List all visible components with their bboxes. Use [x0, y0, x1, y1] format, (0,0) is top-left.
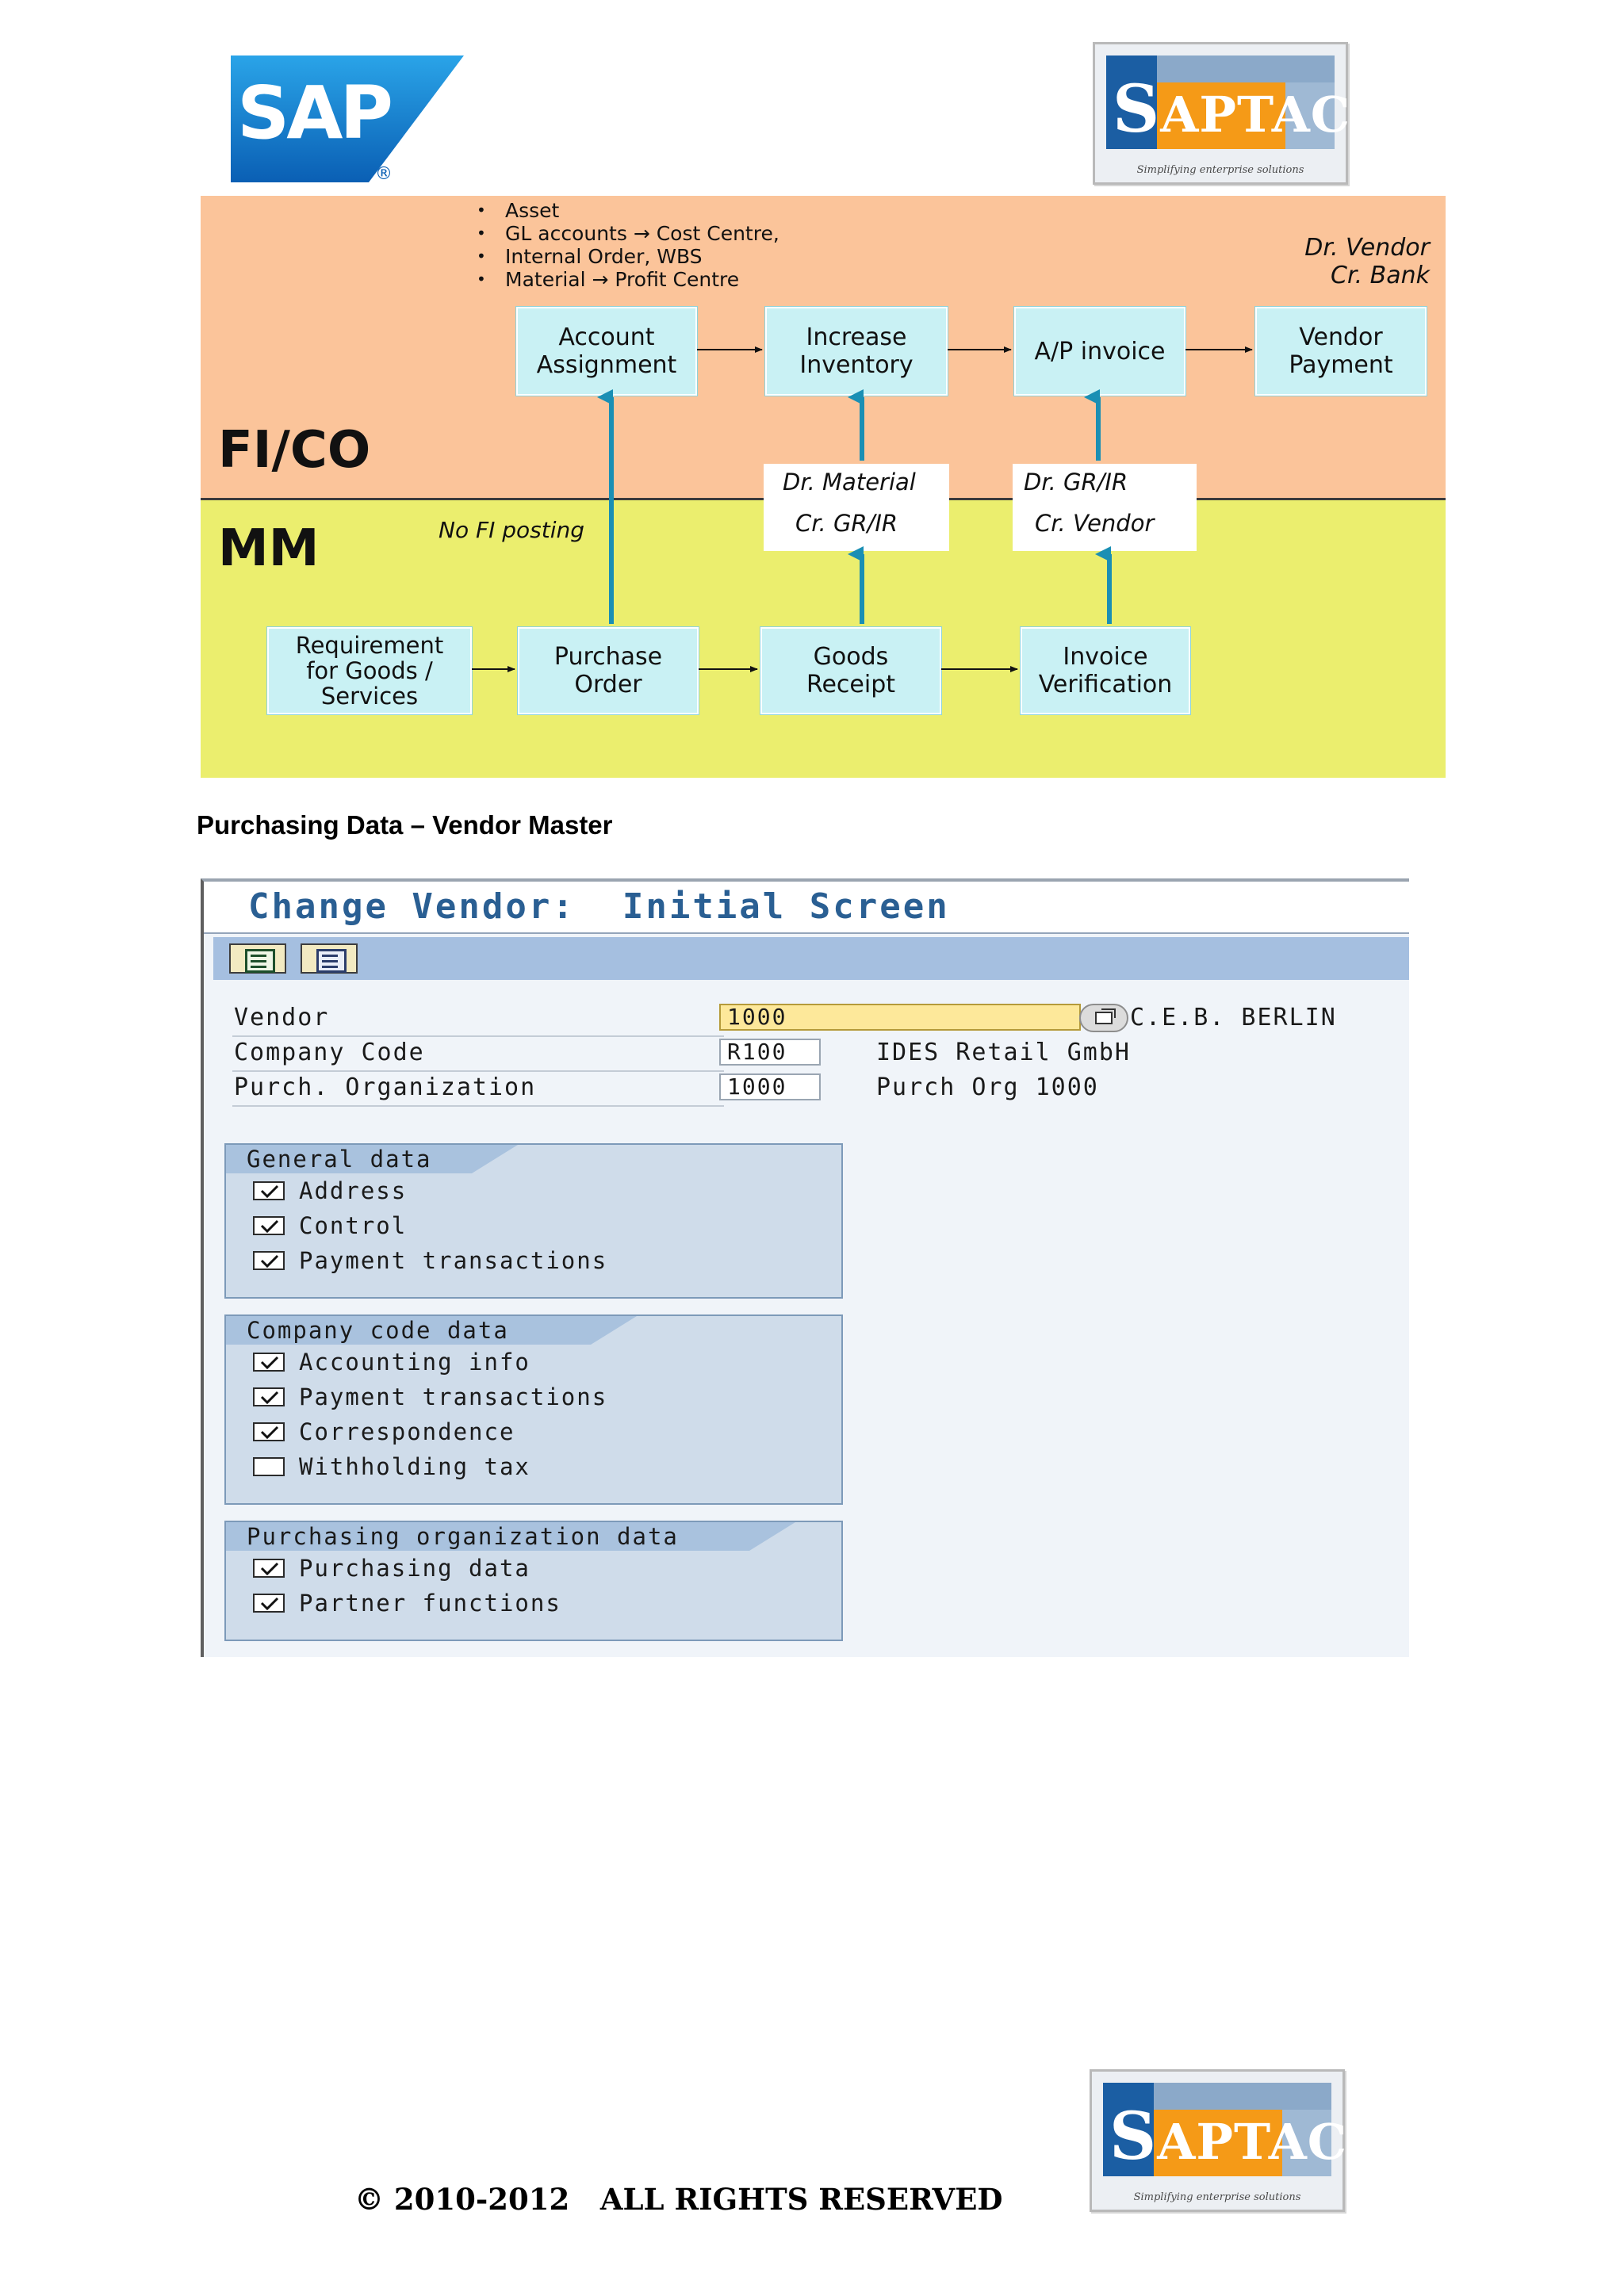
group-title: Company code data [247, 1317, 509, 1344]
bullet-item: GL accounts → Cost Centre, [477, 222, 779, 245]
checkbox-checked[interactable] [253, 1559, 285, 1578]
company-code-description: IDES Retail GmbH [876, 1039, 1131, 1066]
checkbox-checked[interactable] [253, 1251, 285, 1270]
checkbox-label: Payment transactions [299, 1383, 608, 1410]
account-assignment-bullets: Asset GL accounts → Cost Centre, Interna… [477, 199, 779, 291]
field-underline [232, 1070, 724, 1072]
purch-org-label: Purch. Organization [234, 1073, 537, 1101]
entry-invoice-verification: Dr. GR/IR Cr. Vendor [1013, 464, 1197, 551]
checkbox-checked[interactable] [253, 1594, 285, 1613]
no-fi-posting-note: No FI posting [439, 517, 585, 543]
field-underline [232, 1035, 724, 1037]
vendor-description: C.E.B. BERLIN [1130, 1004, 1337, 1031]
checkbox-label: Purchasing data [299, 1555, 530, 1582]
footer-copyright: © 2010-2012 ALL RIGHTS RESERVED [354, 2182, 1003, 2217]
checkbox-label: Accounting info [299, 1349, 530, 1376]
node-account-assignment: Account Assignment [516, 307, 697, 396]
checkbox-label: Payment transactions [299, 1247, 608, 1274]
bullet-item: Material → Profit Centre [477, 268, 779, 291]
vendor-input[interactable]: 1000 [719, 1004, 1081, 1031]
saptac-logo-bottom: SAPTAC Simplifying enterprise solutions [1090, 2069, 1346, 2212]
saptac-tagline: Simplifying enterprise solutions [1136, 164, 1304, 176]
sap-logo: SAP ® [231, 55, 464, 182]
checkbox-label: Correspondence [299, 1418, 515, 1445]
screen-title: Change Vendor: Initial Screen [248, 886, 950, 927]
entry-iv-credit: Cr. Vendor [1035, 510, 1155, 537]
node-requirement: Requirement for Goods / Services [267, 627, 472, 714]
section-heading: Purchasing Data – Vendor Master [197, 810, 613, 840]
purch-org-input[interactable]: 1000 [719, 1073, 821, 1100]
saptac-tagline: Simplifying enterprise solutions [1133, 2191, 1301, 2203]
procure-to-pay-diagram: Asset GL accounts → Cost Centre, Interna… [201, 196, 1446, 778]
group-title: Purchasing organization data [247, 1523, 679, 1550]
checkbox-checked[interactable] [253, 1216, 285, 1235]
fico-label: FI/CO [218, 421, 371, 480]
node-increase-inventory: Increase Inventory [765, 307, 948, 396]
checkbox-checked[interactable] [253, 1387, 285, 1406]
field-underline [232, 1105, 724, 1107]
company-code-input[interactable]: R100 [719, 1039, 821, 1066]
checkbox-checked[interactable] [253, 1181, 285, 1200]
group-tab [226, 1522, 795, 1551]
checkbox-unchecked[interactable] [253, 1457, 285, 1476]
diagram-arrows [472, 346, 1253, 672]
node-ap-invoice: A/P invoice [1014, 307, 1185, 396]
sap-change-vendor-screen: Change Vendor: Initial Screen Vendor 100… [201, 878, 1409, 1657]
checkbox-label: Partner functions [299, 1590, 561, 1617]
saptac-logo-top: SAPTAC Simplifying enterprise solutions [1093, 42, 1350, 185]
entry-gr-credit: Cr. GR/IR [795, 510, 898, 537]
bullet-item-continuation: Internal Order, WBS [477, 245, 779, 268]
deselect-all-icon [316, 949, 347, 973]
checkbox-checked[interactable] [253, 1353, 285, 1372]
vendor-label: Vendor [234, 1004, 330, 1031]
node-invoice-verification: Invoice Verification [1021, 627, 1190, 714]
group-company-code-data: Company code data Accounting info Paymen… [224, 1314, 843, 1505]
checkbox-checked[interactable] [253, 1422, 285, 1441]
checkbox-label: Address [299, 1177, 408, 1204]
node-vendor-payment: Vendor Payment [1255, 307, 1427, 396]
mm-label: MM [218, 519, 320, 578]
possible-entries-button[interactable] [1079, 1004, 1128, 1032]
entry-gr-debit: Dr. Material [783, 469, 916, 496]
select-all-button[interactable] [229, 943, 286, 974]
select-all-icon [245, 949, 275, 973]
group-tab [226, 1316, 637, 1345]
checkbox-label: Control [299, 1212, 408, 1239]
vendor-bank-note: Dr. Vendor Cr. Bank [1304, 234, 1430, 289]
svg-text:SAP: SAP [237, 71, 390, 155]
group-purchasing-org-data: Purchasing organization data Purchasing … [224, 1521, 843, 1641]
application-toolbar [213, 937, 1409, 980]
node-purchase-order: Purchase Order [518, 627, 699, 714]
group-tab [226, 1145, 518, 1173]
bullet-item: Asset [477, 199, 779, 222]
svg-text:®: ® [375, 164, 393, 182]
entry-goods-receipt: Dr. Material Cr. GR/IR [764, 464, 949, 551]
group-general-data: General data Address Control Payment tra… [224, 1143, 843, 1299]
purch-org-description: Purch Org 1000 [876, 1073, 1099, 1101]
group-title: General data [247, 1146, 432, 1173]
checkbox-label: Withholding tax [299, 1453, 530, 1480]
screen-title-bar: Change Vendor: Initial Screen [204, 882, 1409, 934]
company-code-label: Company Code [234, 1039, 425, 1066]
node-goods-receipt: Goods Receipt [760, 627, 941, 714]
entry-iv-debit: Dr. GR/IR [1024, 469, 1128, 496]
deselect-all-button[interactable] [301, 943, 358, 974]
